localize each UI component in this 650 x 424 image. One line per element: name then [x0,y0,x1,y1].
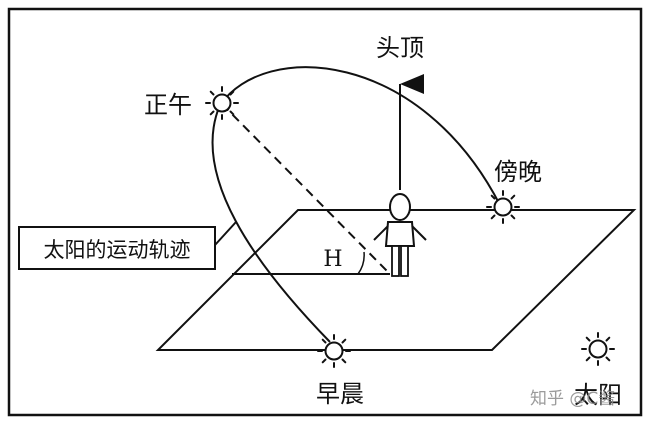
noon-ray-dashed [221,103,389,273]
zenith-label: 头顶 [376,34,424,62]
path-label: 太阳的运动轨迹 [44,238,191,262]
dusk-label: 傍晚 [494,158,542,186]
outer-frame [7,7,643,417]
ground-plane [155,209,637,351]
sun-legend-icon [581,332,615,366]
watermark-text: 知乎 @C酱 [530,389,615,409]
sun-legend-label: 太阳 [574,381,622,409]
sun-dusk-icon [486,190,520,224]
sun-noon-icon [205,86,239,120]
path-label-leader [214,221,237,246]
path-label-box [18,226,216,270]
angle-label: H [323,247,342,272]
noon-label: 正午 [144,91,192,119]
observer-figure [373,193,427,277]
sun-morning-icon [317,334,351,368]
morning-label: 早晨 [316,380,364,408]
angle-arc [357,251,365,275]
sun-path-curve [211,66,501,343]
